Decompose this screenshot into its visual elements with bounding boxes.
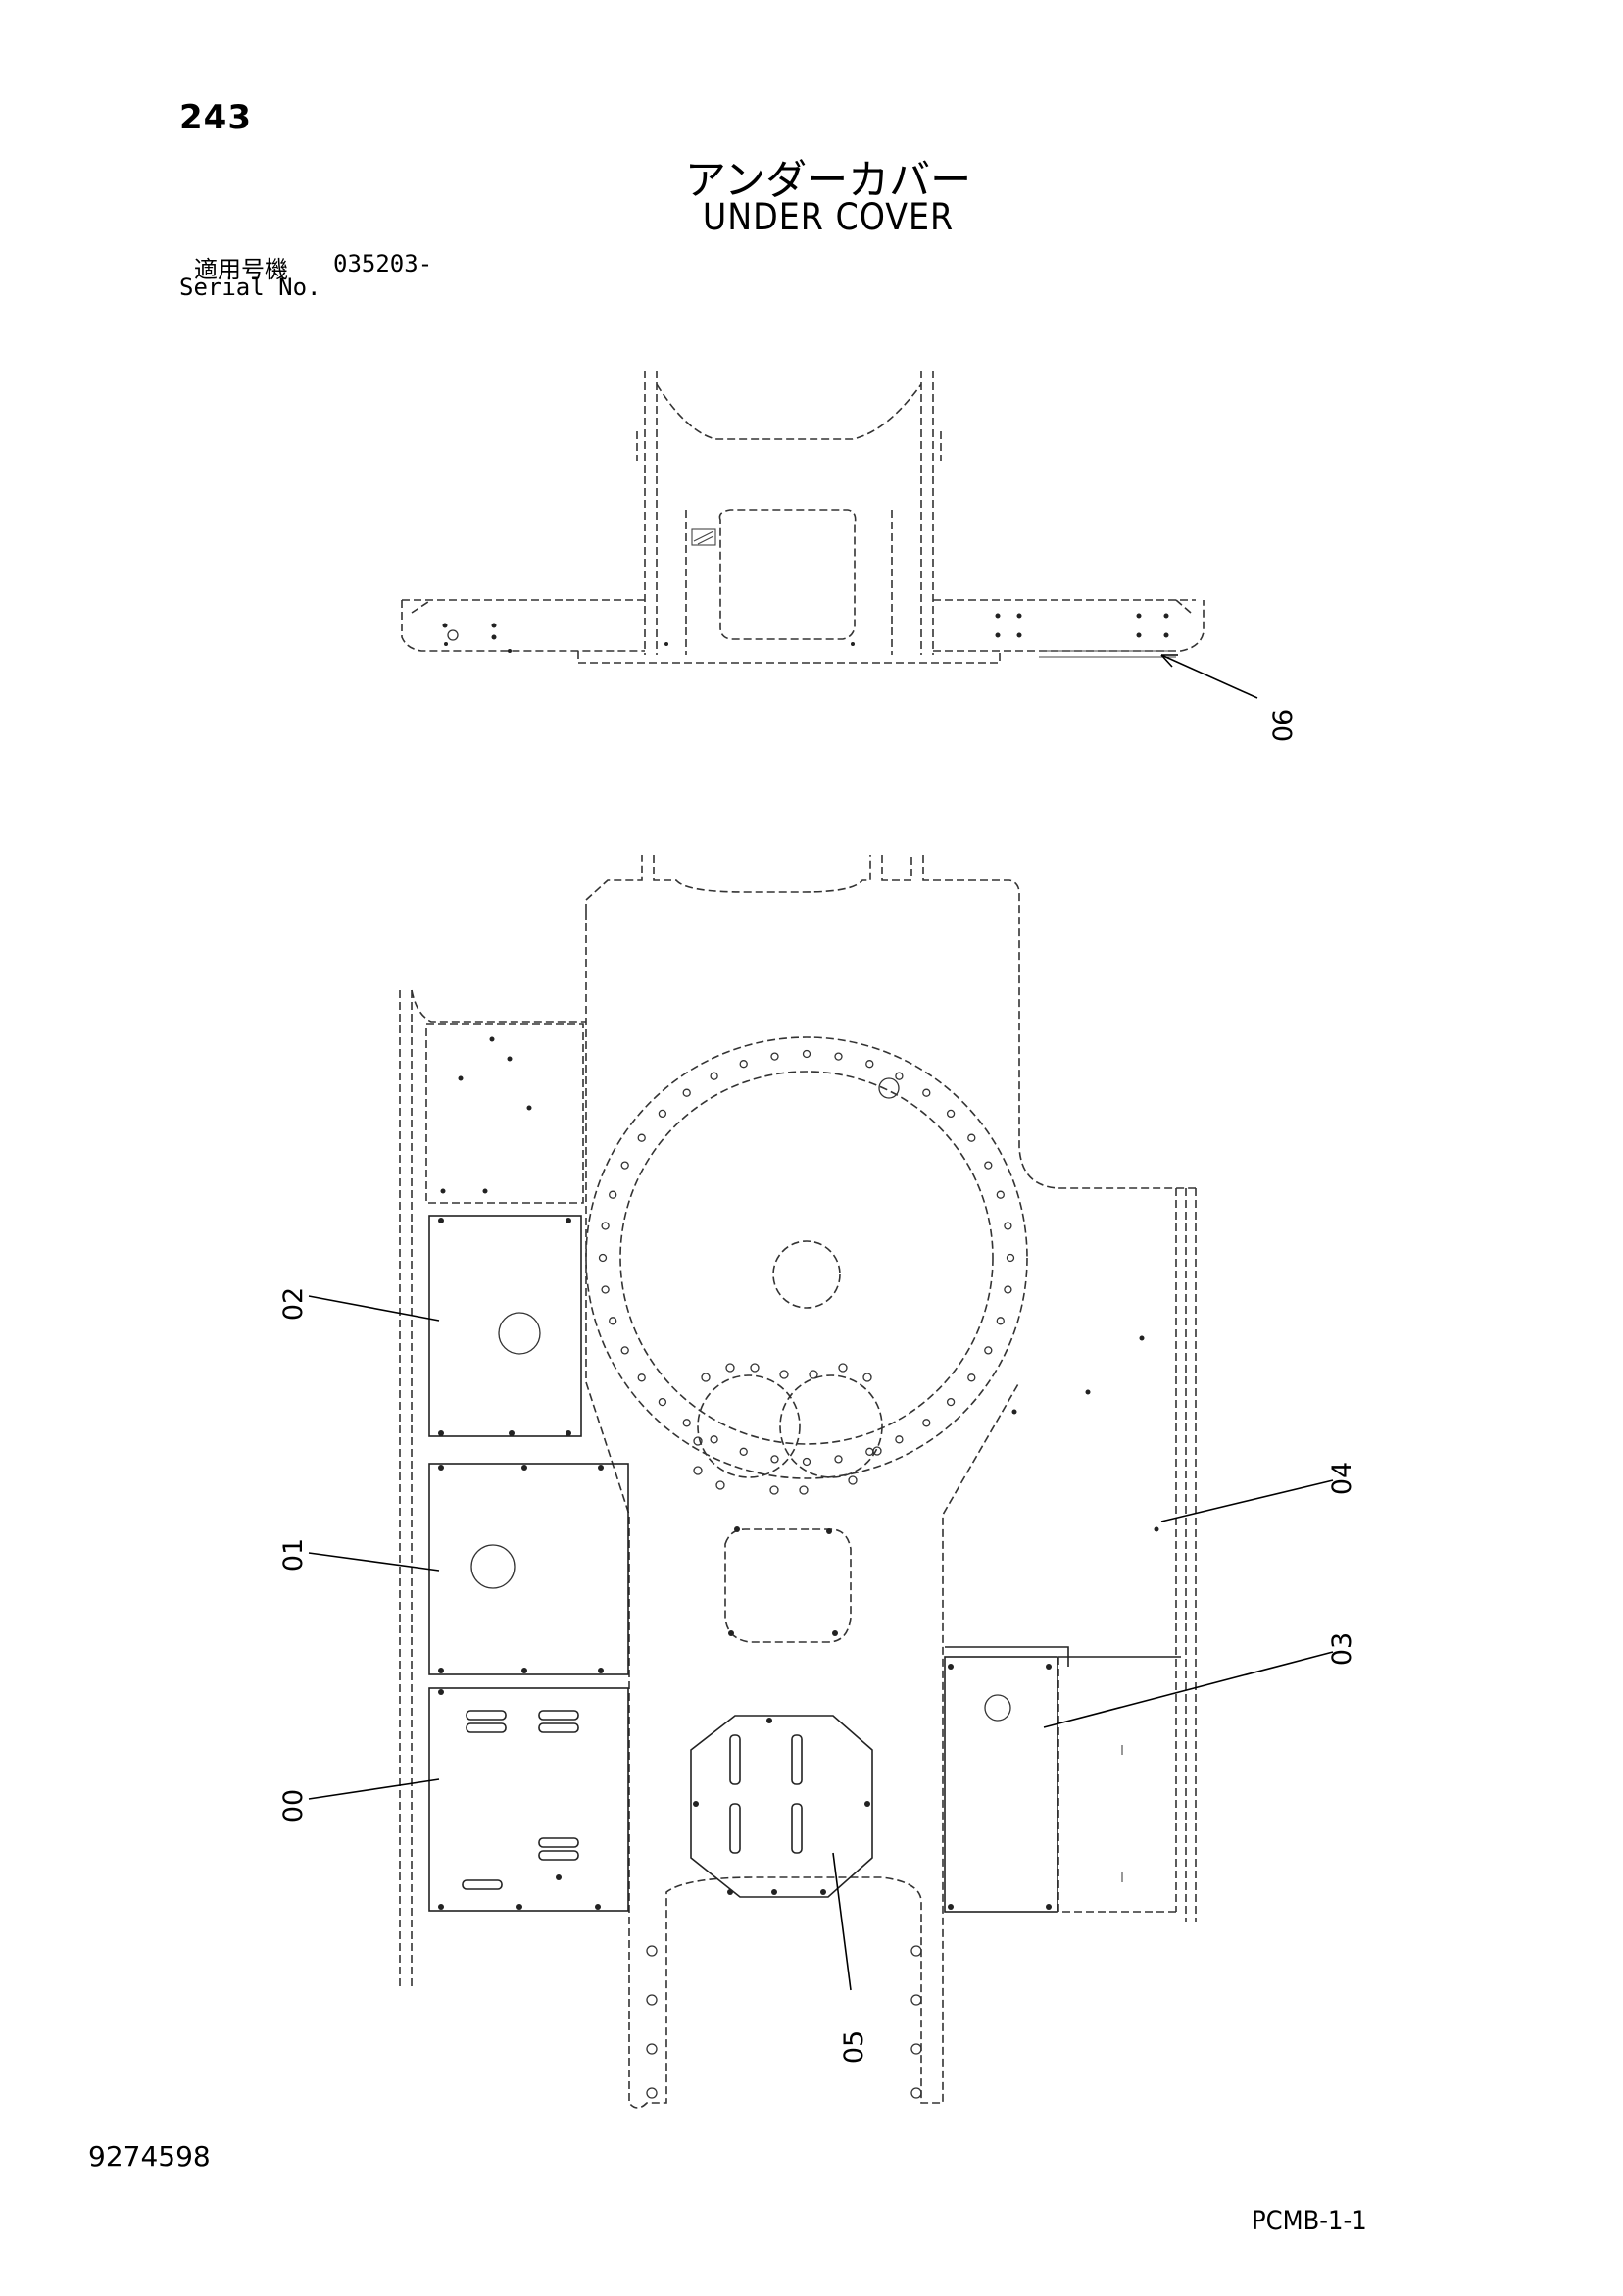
swing-bolt-hole	[601, 1285, 610, 1294]
swing-bolt-hole	[609, 1317, 617, 1325]
swing-bolt-hole	[770, 1052, 779, 1061]
swing-bolt-hole	[637, 1133, 646, 1142]
serial-label-japanese: 適用号機	[194, 256, 288, 283]
callout-02: 02	[278, 1287, 309, 1321]
swing-bolt-hole	[598, 1253, 608, 1263]
swing-bolt-hole	[637, 1373, 646, 1382]
swing-bolt-hole	[834, 1455, 843, 1464]
motor-bolt-hole	[799, 1485, 809, 1495]
motor-bolt-hole	[862, 1373, 872, 1382]
swing-bolt-hole	[802, 1457, 812, 1467]
motor-bolt-hole	[715, 1480, 725, 1490]
motor-bolt-hole	[848, 1475, 858, 1485]
motor-bolt-hole	[809, 1370, 818, 1379]
callout-06: 06	[1268, 709, 1299, 742]
serial-number: 035203-	[333, 250, 433, 277]
title-english: UNDER COVER	[702, 196, 955, 238]
callout-03: 03	[1327, 1632, 1357, 1666]
swing-bolt-hole	[834, 1052, 843, 1061]
swing-bolt-hole	[658, 1397, 667, 1407]
serial-label-english: Serial No.	[179, 274, 321, 301]
swing-bolt-hole	[922, 1419, 931, 1427]
swing-bolt-hole	[710, 1072, 718, 1080]
motor-bolt-hole	[693, 1436, 703, 1446]
swing-bolt-hole	[601, 1222, 610, 1230]
swing-bolt-hole	[946, 1397, 956, 1407]
leader-lines	[308, 654, 1334, 1991]
document-number: 9274598	[88, 2140, 211, 2172]
sheet-code: PCMB-1-1	[1252, 2206, 1367, 2236]
swing-bolt-hole	[922, 1088, 931, 1097]
swing-bolt-hole	[1004, 1285, 1012, 1294]
swing-bolt-hole	[967, 1373, 976, 1382]
swing-bolt-hole	[946, 1109, 956, 1119]
swing-bolt-hole	[1006, 1253, 1015, 1263]
swing-bolt-hole	[739, 1060, 748, 1069]
swing-bolt-hole	[620, 1346, 629, 1355]
swing-bolt-hole	[865, 1060, 874, 1069]
swing-bolt-hole	[609, 1190, 617, 1199]
swing-bolt-hole	[682, 1419, 691, 1427]
page-number: 243	[179, 98, 252, 137]
swing-bolt-hole	[682, 1088, 691, 1097]
swing-bolt-hole	[770, 1455, 779, 1464]
swing-bolt-hole	[658, 1109, 667, 1119]
side-view	[401, 371, 1205, 664]
motor-bolt-hole	[693, 1466, 703, 1475]
swing-bolt-hole	[895, 1072, 904, 1080]
motor-bolt-hole	[872, 1446, 882, 1456]
swing-bolt-hole	[967, 1133, 976, 1142]
swing-bolt-hole	[996, 1190, 1005, 1199]
motor-bolt-hole	[779, 1370, 789, 1379]
swing-bolt-hole	[739, 1447, 748, 1456]
motor-bolt-hole	[769, 1485, 779, 1495]
callout-04: 04	[1327, 1462, 1357, 1495]
swing-bolt-hole	[996, 1317, 1005, 1325]
swing-bolt-hole	[984, 1346, 993, 1355]
motor-bolt-hole	[725, 1363, 735, 1373]
swing-bolt-hole	[895, 1435, 904, 1444]
swing-bolt-hole	[1004, 1222, 1012, 1230]
callout-00: 00	[278, 1789, 309, 1822]
motor-bolt-hole	[701, 1373, 711, 1382]
callout-05: 05	[839, 2030, 869, 2064]
swing-bolt-hole	[865, 1447, 874, 1456]
swing-bolt-hole	[620, 1161, 629, 1170]
swing-bolt-hole	[984, 1161, 993, 1170]
swing-bolt-hole	[710, 1435, 718, 1444]
callout-01: 01	[278, 1538, 309, 1572]
title-japanese: アンダーカバー	[684, 156, 972, 204]
plan-view	[399, 855, 1197, 2109]
motor-bolt-hole	[750, 1363, 760, 1373]
swing-bolt-hole	[802, 1049, 812, 1059]
motor-bolt-hole	[838, 1363, 848, 1373]
